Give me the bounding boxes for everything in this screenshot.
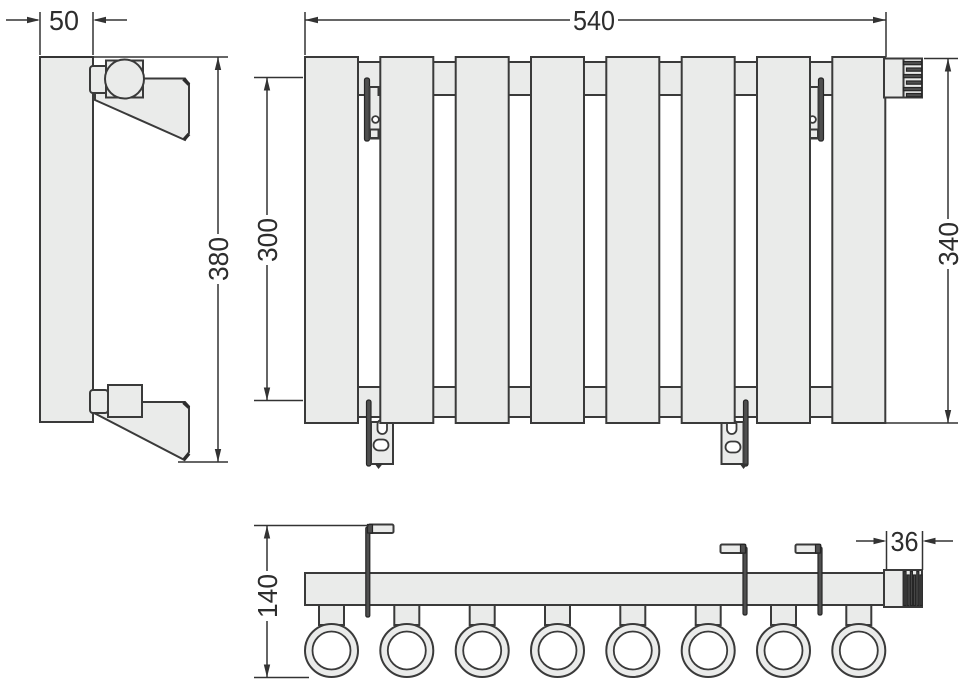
radiator-side-panel bbox=[39, 56, 94, 423]
valve-body-bottom bbox=[107, 384, 143, 418]
collector-tubes bbox=[304, 623, 887, 678]
bracket-hole bbox=[371, 115, 380, 124]
dimension-380: 380 bbox=[40, 56, 234, 463]
radiator-section bbox=[831, 56, 887, 424]
dim-label-380: 380 bbox=[203, 237, 234, 281]
dimension-340: 340 bbox=[886, 57, 964, 424]
dim-label-140: 140 bbox=[252, 574, 283, 618]
hook-right bbox=[794, 543, 823, 616]
dim-label-300: 300 bbox=[252, 218, 283, 262]
front-view: 540 bbox=[252, 5, 964, 469]
collector-tube bbox=[756, 623, 811, 678]
bracket-slot bbox=[724, 440, 742, 454]
collector-tube bbox=[304, 623, 359, 678]
bracket-slot bbox=[372, 438, 390, 452]
dimension-540: 540 bbox=[304, 5, 887, 57]
mounting-bracket-bottom-right bbox=[720, 399, 749, 469]
tube-stems bbox=[318, 604, 873, 626]
radiator-section bbox=[454, 56, 510, 424]
collector-tube bbox=[454, 623, 510, 678]
dim-label-50: 50 bbox=[49, 5, 79, 36]
dim-label-36: 36 bbox=[891, 526, 919, 557]
radiator-section bbox=[680, 56, 736, 424]
radiator-section bbox=[379, 56, 435, 424]
thermostat-valve bbox=[89, 58, 145, 100]
dim-label-540: 540 bbox=[573, 5, 615, 36]
valve-knurl-front bbox=[883, 57, 923, 99]
bottom-view: 140 36 bbox=[252, 523, 953, 679]
dimension-140: 140 bbox=[252, 524, 369, 679]
collector-tube bbox=[831, 623, 887, 678]
collector-tube bbox=[379, 623, 435, 678]
dim-label-340: 340 bbox=[933, 222, 964, 266]
hook-left bbox=[365, 523, 395, 618]
valve-stub-bottom bbox=[89, 389, 109, 414]
hook-middle bbox=[719, 543, 748, 616]
thermostat-knob bbox=[104, 58, 145, 100]
collector-tube bbox=[680, 623, 736, 678]
valve-knurl-bottom bbox=[883, 569, 923, 608]
radiator-section bbox=[756, 56, 811, 424]
collector-tube bbox=[605, 623, 661, 678]
dimension-50: 50 bbox=[6, 5, 127, 55]
radiator-section bbox=[530, 56, 585, 424]
radiator-section bbox=[605, 56, 661, 424]
side-view: 50 bbox=[6, 5, 234, 463]
return-valve bbox=[89, 384, 143, 418]
dimension-36: 36 bbox=[856, 526, 953, 570]
radiator-section bbox=[304, 56, 359, 424]
dimension-300: 300 bbox=[252, 76, 303, 402]
bottom-header-bar bbox=[304, 572, 885, 606]
collector-tube bbox=[530, 623, 585, 678]
radiator-sections bbox=[304, 56, 887, 424]
